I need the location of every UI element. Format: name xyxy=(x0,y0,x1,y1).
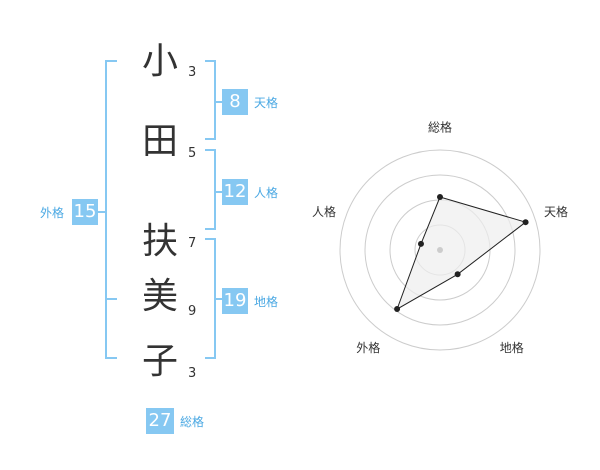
gaikaku-bracket xyxy=(105,60,117,359)
name-char-5: 子 xyxy=(141,341,178,382)
tenkaku-value: 8 xyxy=(222,89,248,115)
radar-point-chikaku xyxy=(454,271,461,278)
name-char-2: 田 xyxy=(141,121,178,162)
radar-label-tenkaku: 天格 xyxy=(544,204,568,219)
gaikaku-label: 外格 xyxy=(40,206,65,220)
jinkaku-bracket xyxy=(205,149,216,230)
gaikaku-value: 15 xyxy=(72,199,98,225)
chikaku-label: 地格 xyxy=(254,295,279,309)
chikaku-value: 19 xyxy=(222,288,248,314)
chikaku-bracket-stub xyxy=(216,298,222,300)
soukaku-label: 総格 xyxy=(180,415,205,429)
stroke-count-5: 3 xyxy=(188,366,197,381)
tenkaku-bracket xyxy=(205,60,216,140)
tenkaku-label: 天格 xyxy=(254,96,279,110)
name-char-1: 小 xyxy=(141,41,178,82)
name-char-4: 美 xyxy=(141,276,178,317)
radar-label-jinkaku: 人格 xyxy=(312,204,336,219)
soukaku-value: 27 xyxy=(146,408,174,434)
stroke-count-4: 9 xyxy=(188,304,197,319)
radar-label-gaikaku: 外格 xyxy=(356,340,380,355)
stroke-count-2: 5 xyxy=(188,146,197,161)
name-char-3: 扶 xyxy=(141,221,178,262)
radar-point-tenkaku xyxy=(522,219,529,226)
stroke-count-3: 7 xyxy=(188,236,197,251)
gaikaku-bracket-divider xyxy=(105,298,117,300)
stroke-count-1: 3 xyxy=(188,65,197,80)
tenkaku-bracket-stub xyxy=(216,101,222,103)
jinkaku-value: 12 xyxy=(222,179,248,205)
radar-label-chikaku: 地格 xyxy=(500,340,524,355)
jinkaku-bracket-stub xyxy=(216,191,222,193)
radar-ring-4 xyxy=(339,149,541,351)
radar-point-jinkaku xyxy=(417,240,424,247)
radar-polygon xyxy=(396,196,527,311)
radar-point-gaikaku xyxy=(394,306,401,313)
radar-label-soukaku: 総格 xyxy=(428,120,452,135)
radar-point-soukaku xyxy=(437,194,443,200)
chikaku-bracket xyxy=(205,238,216,359)
gaikaku-bracket-stub xyxy=(93,211,105,213)
radar-center-dot xyxy=(437,247,443,253)
radar-ring-3 xyxy=(364,174,516,326)
jinkaku-label: 人格 xyxy=(254,186,279,200)
